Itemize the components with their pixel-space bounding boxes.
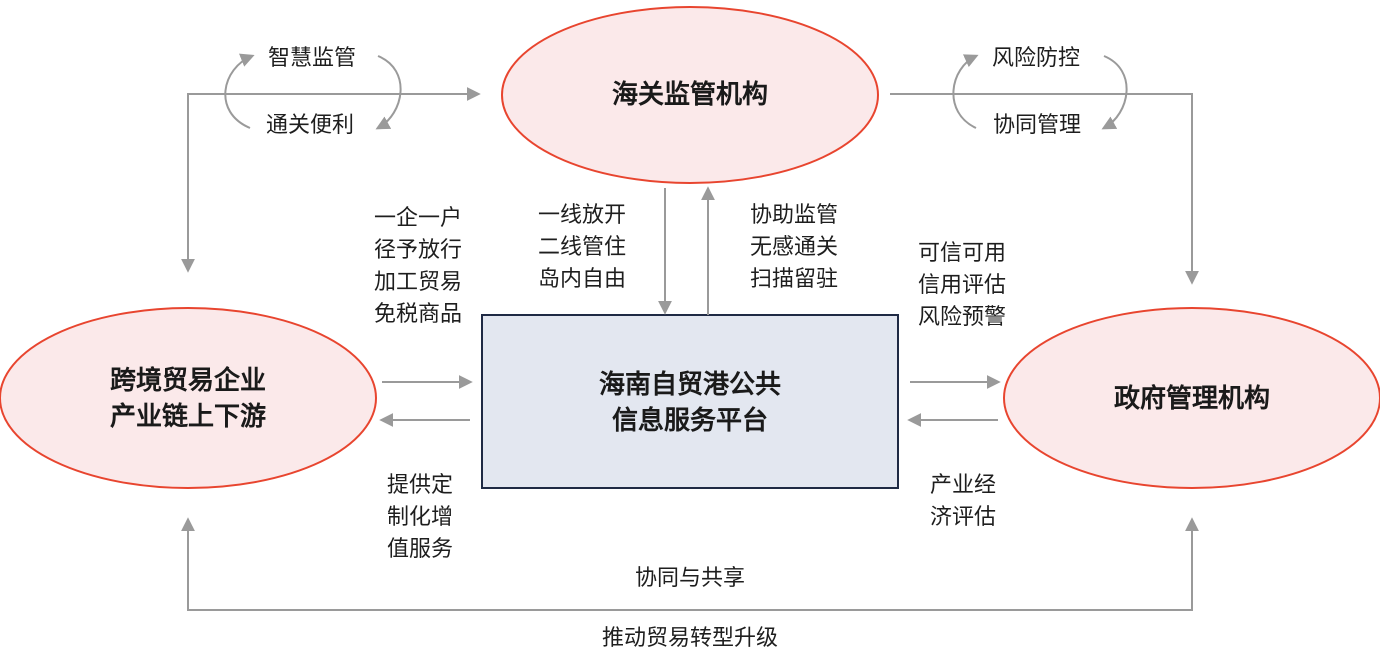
enterprise-title-line2: 产业链上下游 <box>109 402 266 432</box>
label-government: 可信可用 信用评估 风险预警 <box>918 238 1006 334</box>
label-customs-to-platform: 一线放开 二线管住 岛内自由 <box>538 200 626 296</box>
enterprise-title: 跨境贸易企业 产业链上下游 <box>48 363 328 435</box>
label-risk-control: 风险防控 <box>992 46 1081 71</box>
government-node <box>1003 307 1380 489</box>
curve-arrow-left-b <box>375 55 402 130</box>
platform-title: 海南自贸港公共 信息服务平台 <box>520 367 860 439</box>
platform-title-line2: 信息服务平台 <box>611 406 768 436</box>
customs-node <box>501 6 879 184</box>
label-enterprise-to-platform: 一企一户 径予放行 加工贸易 免税商品 <box>374 203 462 331</box>
platform-node <box>481 314 899 489</box>
label-platform-to-enterprise: 提供定 制化增 值服务 <box>387 470 453 566</box>
label-smart-supervision: 智慧监管 <box>268 46 357 71</box>
label-line: 扫描留驻 <box>750 267 839 292</box>
label-line: 径予放行 <box>374 238 463 263</box>
label-line: 济评估 <box>930 505 997 530</box>
label-line: 二线管住 <box>538 235 627 260</box>
curve-arrow-right-b <box>1101 55 1128 130</box>
label-line: 无感通关 <box>750 235 839 260</box>
arrow-bottom-loop <box>181 517 1199 611</box>
label-line: 值服务 <box>387 537 454 562</box>
label-promote-trade: 推动贸易转型升级 <box>601 626 778 651</box>
label-line: 产业经 <box>930 473 997 498</box>
label-line: 风险预警 <box>918 305 1007 330</box>
platform-title-line1: 海南自贸港公共 <box>598 370 781 400</box>
curve-arrow-right-a <box>952 54 979 129</box>
customs-title: 海关监管机构 <box>611 80 768 110</box>
label-line: 一企一户 <box>374 206 463 231</box>
label-line: 协助监管 <box>750 203 839 228</box>
label-platform-to-government: 产业经 济评估 <box>930 470 996 534</box>
arrow-customs-to-government <box>890 93 1199 285</box>
label-line: 岛内自由 <box>538 267 627 292</box>
enterprise-node <box>0 307 377 489</box>
label-collaboration-sharing: 协同与共享 <box>634 566 745 591</box>
label-line: 一线放开 <box>538 203 627 228</box>
label-line: 提供定 <box>387 473 454 498</box>
label-line: 可信可用 <box>918 241 1007 266</box>
label-line: 加工贸易 <box>374 270 463 295</box>
enterprise-title-line1: 跨境贸易企业 <box>109 366 266 396</box>
label-line: 制化增 <box>387 505 454 530</box>
label-platform-to-customs: 协助监管 无感通关 扫描留驻 <box>750 200 838 296</box>
label-clearance-convenience: 通关便利 <box>266 113 355 138</box>
government-title: 政府管理机构 <box>1113 384 1270 414</box>
label-line: 信用评估 <box>918 273 1007 298</box>
label-line: 免税商品 <box>374 302 463 327</box>
label-coordinated-management: 协同管理 <box>993 113 1082 138</box>
curve-arrow-left-a <box>224 53 255 129</box>
arrow-enterprise-to-customs <box>181 87 481 273</box>
